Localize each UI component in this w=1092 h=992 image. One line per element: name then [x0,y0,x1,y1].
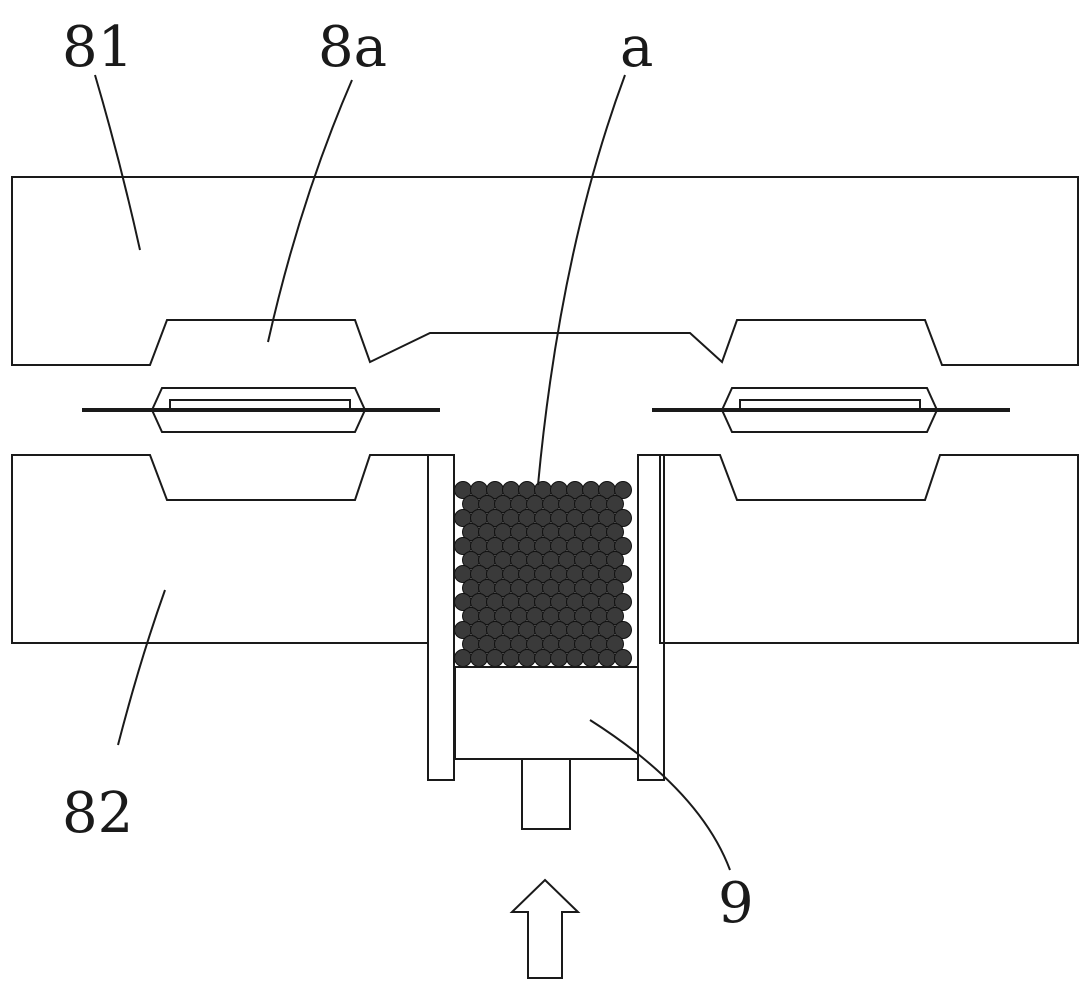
lead-frame-left [82,387,440,433]
lower-mold-82-right [659,454,1079,644]
material-particle [534,649,552,667]
material-particle [550,649,568,667]
lower-mold-82-left [11,454,429,644]
label-a: a [620,15,653,80]
label-82: 82 [62,781,133,846]
leader-line-82 [117,589,166,746]
label-9: 9 [718,871,754,936]
material-particle [606,495,624,513]
material-particle [614,565,632,583]
material-particle [614,593,632,611]
push-arrow-icon [509,878,581,979]
pot-wall-right [637,454,665,781]
material-particle [470,649,488,667]
material-particle [606,551,624,569]
material-particle [614,621,632,639]
label-81: 81 [62,15,133,80]
material-particle [598,649,616,667]
leader-line-a [537,74,626,486]
material-a-particles [454,481,632,667]
plunger-9-rod [521,758,571,830]
plunger-9-head [454,666,639,760]
material-particle [606,635,624,653]
material-particle [454,649,472,667]
material-particle [614,509,632,527]
material-particle [486,649,504,667]
label-8a: 8a [318,15,387,80]
upper-mold-81 [11,176,1079,366]
pot-wall-left [427,454,455,781]
leader-line-8a [267,79,353,343]
leader-line-9 [589,719,731,871]
material-particle [614,537,632,555]
material-particle [614,481,632,499]
leader-line-81 [94,74,141,251]
lead-frame-right [652,387,1010,433]
material-particle [502,649,520,667]
material-particle [566,649,584,667]
material-particle [606,607,624,625]
material-particle [582,649,600,667]
material-particle [518,649,536,667]
material-particle [614,649,632,667]
material-particle [606,579,624,597]
material-particle [606,523,624,541]
